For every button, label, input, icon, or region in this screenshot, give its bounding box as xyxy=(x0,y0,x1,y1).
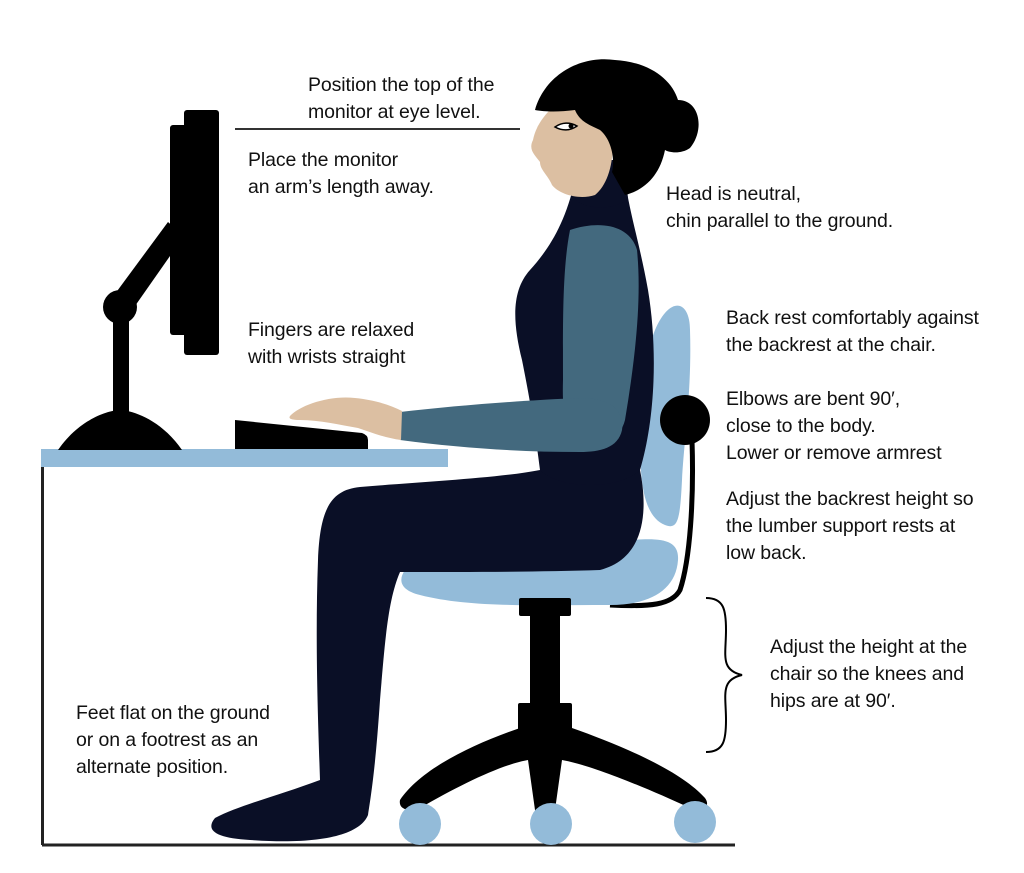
chair-height-brace xyxy=(705,597,743,753)
annotation-line: the backrest at the chair. xyxy=(726,334,936,356)
desk-leg xyxy=(41,467,44,845)
keyboard xyxy=(235,420,368,449)
annotation-line: Position the top of the xyxy=(308,74,495,96)
chair-base xyxy=(399,728,708,818)
annotation-line: chair so the knees and xyxy=(770,663,965,685)
chair-column-top xyxy=(519,598,571,616)
person-pupil xyxy=(568,123,574,129)
annotation-line: low back. xyxy=(726,542,807,564)
annotation-line: Adjust the backrest height so xyxy=(726,488,974,510)
chair-column xyxy=(530,612,560,712)
person-legs xyxy=(211,470,644,842)
monitor-screen xyxy=(184,110,219,355)
desk-top xyxy=(41,449,448,467)
annotation-back: Back rest comfortably against the backre… xyxy=(726,305,979,359)
annotation-feet: Feet flat on the ground or on a footrest… xyxy=(76,700,270,781)
annotation-line: the lumber support rests at xyxy=(726,515,956,537)
annotation-line: close to the body. xyxy=(726,415,876,437)
annotation-line: Fingers are relaxed xyxy=(248,319,415,341)
desk xyxy=(41,449,448,845)
chair-wheel-center xyxy=(530,803,572,845)
annotation-line: Elbows are bent 90′, xyxy=(726,388,901,410)
annotation-backrest-height: Adjust the backrest height so the lumber… xyxy=(726,486,974,567)
chair-back-rod xyxy=(609,439,695,609)
annotation-elbows: Elbows are bent 90′, close to the body. … xyxy=(726,386,942,467)
monitor-base xyxy=(58,410,182,450)
annotation-chair-height: Adjust the height at the chair so the kn… xyxy=(770,634,967,715)
chair-column-collar xyxy=(518,703,572,735)
annotation-line: alternate position. xyxy=(76,756,229,778)
annotation-line: Place the monitor xyxy=(248,149,399,171)
annotation-line: Lower or remove armrest xyxy=(726,442,942,464)
monitor-arm xyxy=(112,222,184,316)
annotation-line: Head is neutral, xyxy=(666,183,801,205)
monitor xyxy=(58,110,219,450)
annotation-monitor-top: Position the top of the monitor at eye l… xyxy=(308,72,494,126)
annotation-line: Adjust the height at the xyxy=(770,636,968,658)
chair-wheel-right xyxy=(674,801,716,843)
annotation-head: Head is neutral, chin parallel to the gr… xyxy=(666,181,893,235)
person xyxy=(211,59,699,842)
chair-wheel-left xyxy=(399,803,441,845)
monitor-pole xyxy=(113,312,129,412)
monitor-back xyxy=(170,125,188,335)
annotation-line: chin parallel to the ground. xyxy=(666,210,894,232)
chair-armrest-knob xyxy=(660,395,710,445)
person-hair xyxy=(535,59,699,195)
person-hand xyxy=(289,397,402,440)
annotation-line: or on a footrest as an xyxy=(76,729,259,751)
annotation-line: Feet flat on the ground xyxy=(76,702,270,724)
annotation-line: Back rest comfortably against xyxy=(726,307,979,329)
annotation-line: an arm’s length away. xyxy=(248,176,434,198)
person-forearm xyxy=(400,398,623,452)
annotation-line: hips are at 90′. xyxy=(770,690,896,712)
annotation-line: monitor at eye level. xyxy=(308,101,481,123)
person-upper-arm xyxy=(562,225,639,449)
annotation-monitor-distance: Place the monitor an arm’s length away. xyxy=(248,147,434,201)
annotation-line: with wrists straight xyxy=(248,346,406,368)
chair xyxy=(399,305,716,845)
annotation-fingers: Fingers are relaxed with wrists straight xyxy=(248,317,414,371)
